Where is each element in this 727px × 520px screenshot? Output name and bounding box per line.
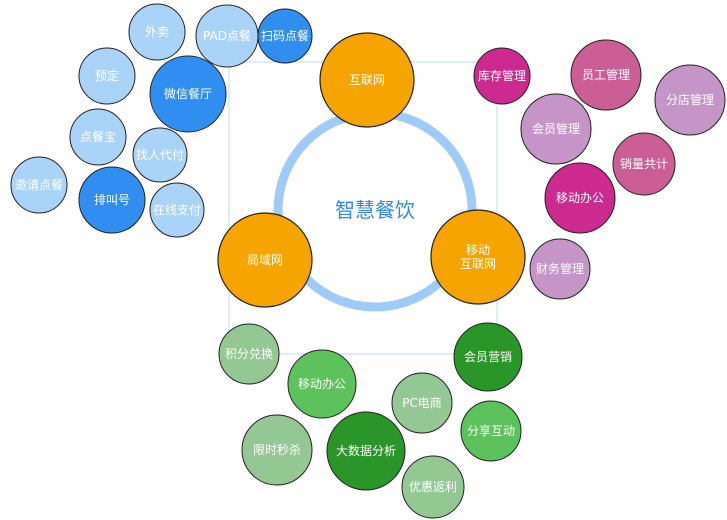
management-bubble-label: 员工管理	[582, 67, 630, 82]
hub-lan-label: 局域网	[247, 253, 283, 267]
front-service-bubble-label: 外卖	[145, 25, 169, 39]
marketing-bubble-circle	[326, 411, 406, 491]
marketing-bubble-label: 会员营销	[464, 350, 512, 364]
marketing-bubble: 优惠返利	[401, 455, 465, 519]
front-service-bubble: 微信餐厅	[149, 55, 227, 133]
hub-mobile-internet: 移动互联网	[430, 209, 526, 305]
marketing-bubble: PC电商	[391, 372, 453, 434]
front-service-bubble-circle	[149, 55, 227, 133]
front-service-bubble-label: 在线支付	[153, 203, 201, 217]
marketing-bubble: 分享互动	[460, 400, 522, 462]
front-service-bubble-label: 点餐宝	[80, 129, 116, 144]
management-bubble-circle	[570, 39, 642, 111]
management-bubble: 移动办公	[544, 162, 616, 234]
management-bubble-circle	[529, 238, 591, 300]
marketing-bubble-label: 积分兑换	[225, 347, 273, 361]
management-bubble: 销量共计	[612, 132, 676, 196]
management-bubble-circle	[473, 47, 531, 105]
hub-mobile-internet-label: 移动互联网	[460, 243, 496, 271]
front-service-bubble-label: 找人代付	[136, 148, 184, 162]
front-service-bubble-circle	[132, 127, 188, 183]
marketing-bubble-circle	[460, 400, 522, 462]
management-bubble: 会员管理	[520, 93, 592, 165]
front-service-bubble-label: 邀请点餐	[15, 177, 63, 192]
marketing-bubble: 积分兑换	[218, 323, 280, 385]
front-service-bubble-circle	[69, 108, 127, 166]
management-bubble: 库存管理	[473, 47, 531, 105]
front-service-bubble-label: 微信餐厅	[164, 86, 212, 101]
hub-lan-circle	[217, 212, 313, 308]
marketing-bubble-label: 大数据分析	[336, 443, 396, 458]
management-bubble-circle	[654, 64, 726, 136]
hub-lan: 局域网	[217, 212, 313, 308]
front-service-bubble-label: 扫码点餐	[261, 28, 309, 43]
front-service-bubble-circle	[128, 3, 186, 61]
center-title: 智慧餐饮	[335, 198, 415, 222]
management-bubble: 分店管理	[654, 64, 726, 136]
marketing-bubble: 会员营销	[453, 322, 523, 392]
front-service-bubble: 预定	[78, 47, 136, 105]
management-bubble: 员工管理	[570, 39, 642, 111]
marketing-bubble: 大数据分析	[326, 411, 406, 491]
marketing-bubble-circle	[453, 322, 523, 392]
front-service-bubble-label: 排叫号	[94, 193, 130, 207]
front-service-bubble-circle	[78, 47, 136, 105]
front-service-bubble-label: PAD点餐	[203, 28, 251, 43]
management-bubble-circle	[544, 162, 616, 234]
management-bubble-label: 销量共计	[620, 157, 668, 171]
front-service-bubble-circle	[257, 8, 313, 64]
front-service-bubble: PAD点餐	[195, 4, 259, 68]
marketing-bubble-label: 移动办公	[298, 376, 346, 391]
hub-mobile-internet-circle	[430, 209, 526, 305]
management-bubble-label: 分店管理	[666, 92, 714, 107]
marketing-bubble-circle	[218, 323, 280, 385]
hub-internet-label: 互联网	[349, 73, 385, 87]
management-bubble-label: 库存管理	[478, 68, 526, 83]
marketing-bubble-label: PC电商	[402, 395, 442, 410]
marketing-bubble-circle	[241, 414, 313, 486]
management-bubble-label: 财务管理	[536, 261, 584, 276]
management-bubble: 财务管理	[529, 238, 591, 300]
marketing-bubble: 限时秒杀	[241, 414, 313, 486]
management-bubble-circle	[520, 93, 592, 165]
marketing-bubble-label: 分享互动	[467, 423, 515, 438]
front-service-bubble-circle	[149, 182, 205, 238]
front-service-bubble: 点餐宝	[69, 108, 127, 166]
front-service-bubble: 外卖	[128, 3, 186, 61]
management-bubble-label: 移动办公	[556, 190, 604, 205]
front-service-bubble: 扫码点餐	[257, 8, 313, 64]
marketing-bubble-circle	[401, 455, 465, 519]
marketing-bubble-label: 优惠返利	[409, 480, 457, 494]
front-service-bubble-circle	[78, 166, 146, 234]
marketing-bubble-label: 限时秒杀	[253, 442, 301, 457]
front-service-bubble-circle	[10, 156, 68, 214]
front-service-bubble: 排叫号	[78, 166, 146, 234]
hub-internet-circle	[319, 32, 415, 128]
marketing-bubble-circle	[287, 349, 357, 419]
management-bubble-label: 会员管理	[532, 121, 580, 136]
front-service-bubble: 邀请点餐	[10, 156, 68, 214]
marketing-bubble-circle	[391, 372, 453, 434]
management-bubble-circle	[612, 132, 676, 196]
front-service-bubble-label: 预定	[95, 68, 119, 83]
front-service-bubble: 在线支付	[149, 182, 205, 238]
front-service-bubble: 找人代付	[132, 127, 188, 183]
hub-internet: 互联网	[319, 32, 415, 128]
marketing-bubble: 移动办公	[287, 349, 357, 419]
